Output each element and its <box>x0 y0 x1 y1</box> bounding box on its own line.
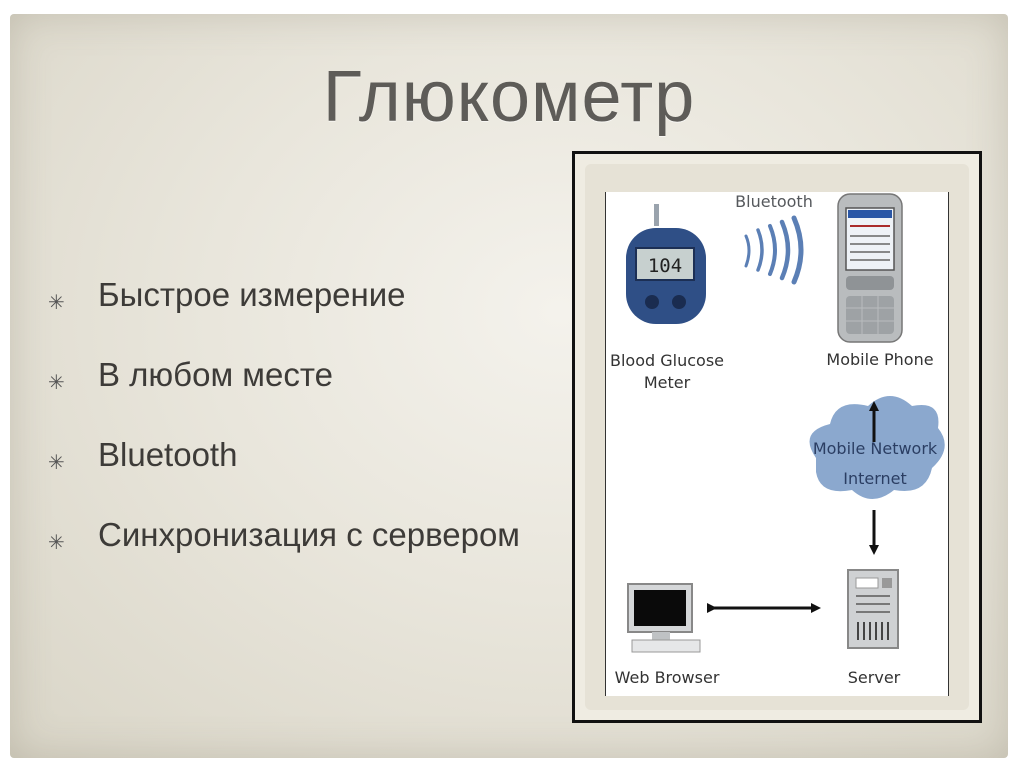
server-label: Server <box>847 668 901 687</box>
bullet-list: ✳ Быстрое измерение ✳ В любом месте ✳ Bl… <box>48 276 520 596</box>
meter-label: Blood Glucose Meter <box>606 350 728 394</box>
monitor-icon <box>627 583 701 653</box>
bluetooth-waves-icon <box>744 215 804 285</box>
slide-title: Глюкометр <box>322 57 696 137</box>
asterisk-bullet-icon: ✳ <box>48 370 65 394</box>
bullet-text: Синхронизация с сервером <box>98 516 520 553</box>
network-label-line2: Internet <box>843 469 907 488</box>
server-icon <box>847 569 899 649</box>
meter-label-line2: Meter <box>643 373 691 392</box>
bullet-item: ✳ Быстрое измерение <box>48 276 520 356</box>
network-label: Mobile Network Internet <box>802 434 948 494</box>
network-label-line1: Mobile Network <box>812 439 938 458</box>
asterisk-bullet-icon: ✳ <box>48 530 65 554</box>
asterisk-bullet-icon: ✳ <box>48 450 65 474</box>
diagram-svg: 104 <box>626 193 945 653</box>
bullet-item: ✳ Bluetooth <box>48 436 520 516</box>
diagram-mat: 104 <box>585 164 969 710</box>
bullet-item: ✳ В любом месте <box>48 356 520 436</box>
phone-label: Mobile Phone <box>826 350 934 369</box>
bluetooth-label: Bluetooth <box>735 192 813 211</box>
network-cloud-icon <box>809 396 945 499</box>
asterisk-bullet-icon: ✳ <box>48 290 65 314</box>
diagram-frame: 104 <box>572 151 982 723</box>
system-diagram: 104 <box>605 192 949 696</box>
meter-display: 104 <box>648 255 682 277</box>
browser-label: Web Browser <box>614 668 720 687</box>
bullet-text: Bluetooth <box>98 436 238 473</box>
bullet-text: Быстрое измерение <box>98 276 406 313</box>
glucose-meter-icon: 104 <box>626 204 706 324</box>
bullet-text: В любом месте <box>98 356 333 393</box>
bullet-item: ✳ Синхронизация с сервером <box>48 516 520 596</box>
mobile-phone-icon <box>837 193 903 343</box>
meter-label-line1: Blood Glucose <box>610 351 724 370</box>
